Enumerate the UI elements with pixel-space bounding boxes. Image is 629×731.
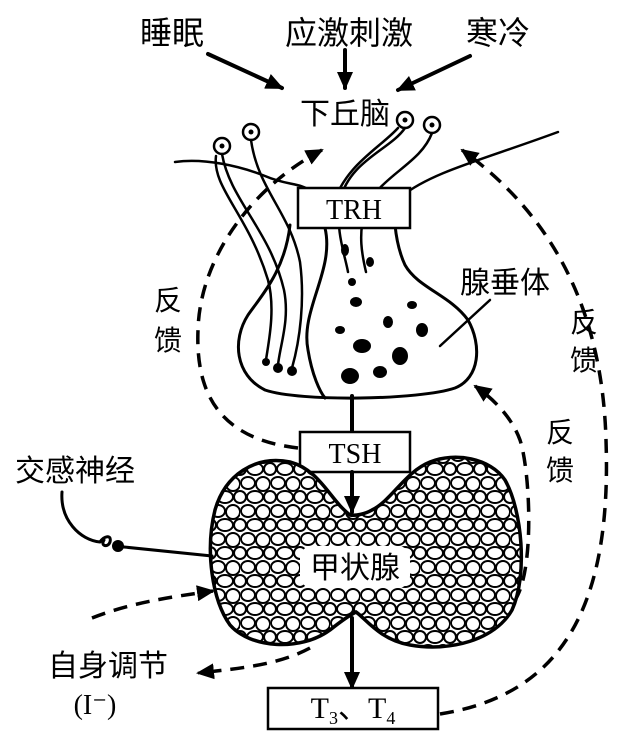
thyroid-label: 甲状腺 bbox=[310, 551, 400, 586]
neuron-nucleus bbox=[249, 130, 254, 135]
secretory-cell bbox=[350, 297, 362, 307]
stimulus-stress: 应激刺激 bbox=[285, 14, 413, 52]
cold-arrow bbox=[398, 56, 470, 90]
stimulus-sleep: 睡眠 bbox=[140, 14, 204, 52]
right-inner-feedback-char-1: 反 bbox=[546, 416, 574, 449]
autoregulation-arrow-in bbox=[92, 591, 213, 618]
t4-subscript: 4 bbox=[386, 708, 395, 728]
stimulus-cold: 寒冷 bbox=[466, 14, 530, 52]
right-outer-feedback-char-2: 馈 bbox=[570, 344, 598, 377]
hypothalamus-label: 下丘脑 bbox=[300, 97, 390, 132]
autoregulation-arrow-out bbox=[198, 648, 310, 673]
iodide-label: (I⁻) bbox=[74, 690, 117, 721]
sympathetic-ganglion bbox=[112, 540, 124, 552]
sleep-arrow bbox=[208, 54, 282, 88]
neuron-axon bbox=[216, 156, 272, 360]
t3-subscript: 3 bbox=[329, 708, 338, 728]
secretory-cell bbox=[416, 323, 428, 337]
hormones-label: T3、T4 bbox=[311, 691, 396, 728]
left-feedback-char-2: 馈 bbox=[154, 324, 182, 357]
secretory-cell bbox=[383, 316, 393, 328]
secretory-cell bbox=[348, 278, 356, 286]
secretory-cell bbox=[341, 368, 359, 384]
hypothalamus-boundary-left bbox=[175, 161, 312, 192]
secretory-cell bbox=[335, 326, 345, 334]
anterior-pituitary-cells bbox=[335, 244, 428, 384]
pituitary-lobe-divider bbox=[307, 228, 327, 398]
pituitary-leader-line bbox=[440, 300, 490, 346]
secretory-cell bbox=[366, 257, 374, 267]
pituitary-label: 腺垂体 bbox=[460, 266, 550, 301]
axon-terminal bbox=[273, 363, 283, 373]
tsh-label: TSH bbox=[329, 439, 382, 470]
autoregulation-label: 自身调节 bbox=[48, 649, 168, 684]
right-outer-feedback-char-1: 反 bbox=[570, 306, 598, 339]
axon-terminal bbox=[287, 366, 297, 376]
neuron-nucleus bbox=[220, 144, 225, 149]
sympathetic-nerve-to-thyroid bbox=[124, 547, 212, 556]
secretory-cell bbox=[341, 244, 349, 256]
right-inner-feedback-char-2: 馈 bbox=[546, 454, 574, 487]
secretory-cell bbox=[392, 347, 408, 365]
secretory-cell bbox=[353, 339, 371, 353]
secretory-cell bbox=[407, 301, 417, 309]
sympathetic-nerve-fiber bbox=[62, 492, 110, 546]
t3-base: T bbox=[311, 692, 329, 725]
neuron-nucleus bbox=[430, 123, 435, 128]
t4-base: T bbox=[368, 692, 386, 725]
neuron-axon bbox=[222, 154, 286, 365]
trh-label: TRH bbox=[326, 195, 382, 226]
neuron-nucleus bbox=[403, 118, 408, 123]
left-feedback-char-1: 反 bbox=[154, 284, 182, 317]
sympathetic-nerve-label: 交感神经 bbox=[15, 454, 135, 489]
hormones-separator: 、 bbox=[338, 691, 368, 726]
axon-terminal bbox=[262, 358, 270, 366]
secretory-cell bbox=[373, 366, 387, 378]
